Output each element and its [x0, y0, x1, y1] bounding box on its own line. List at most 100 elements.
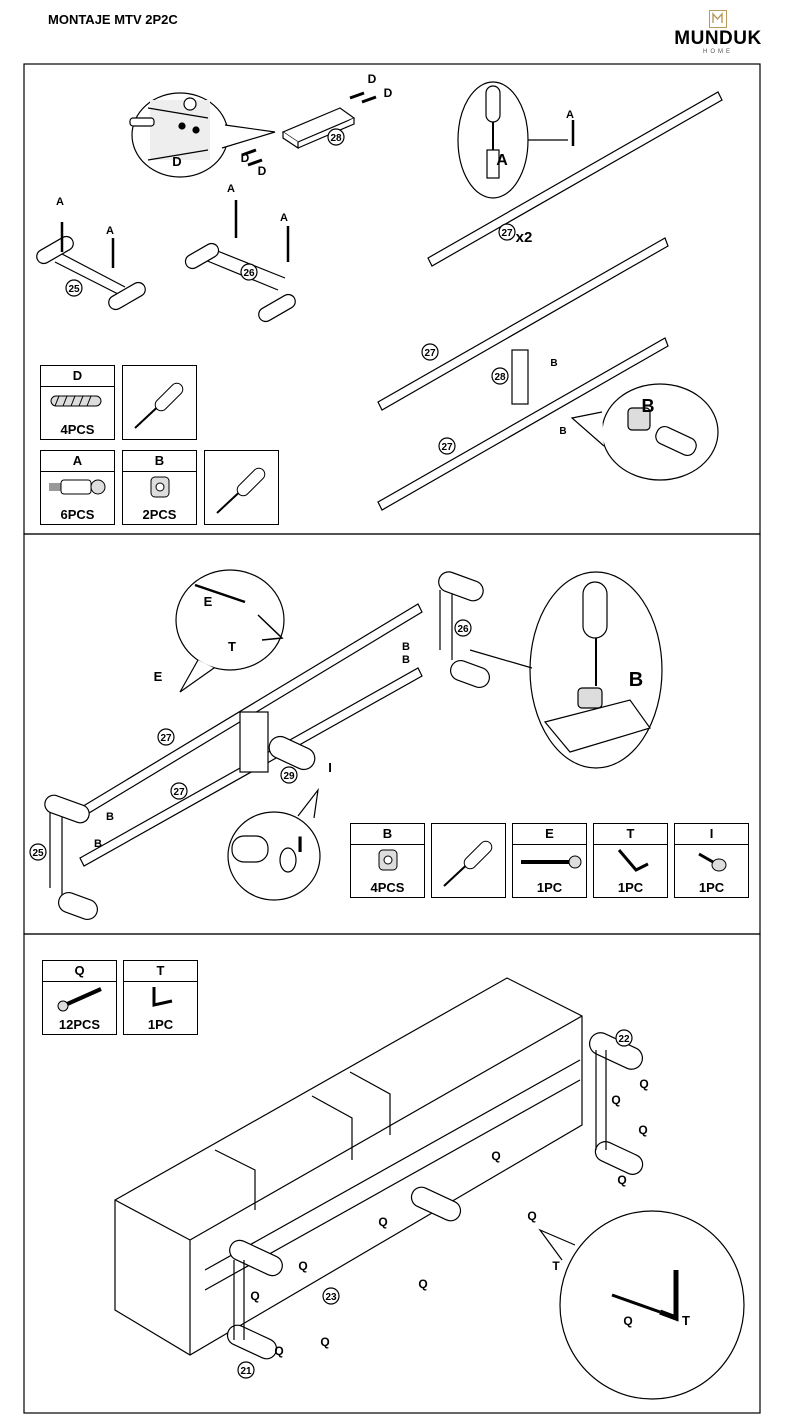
part-box-b: B 4PCS [350, 823, 425, 898]
part-qty: 1PC [698, 880, 725, 895]
part-number-label: 27 [173, 787, 185, 798]
hardware-letter-label: A [106, 225, 114, 237]
hardware-letter-label: D [258, 164, 267, 178]
hardware-letter-label: Q [611, 1093, 620, 1107]
hardware-letter-label: B [642, 396, 655, 416]
step3-frame [23, 933, 761, 1414]
part-letter: A [41, 451, 114, 472]
brand-mark-icon [709, 10, 727, 28]
hardware-letter-label: A [227, 183, 235, 195]
wood-screw-icon [521, 855, 582, 869]
part-letter: E [513, 824, 586, 845]
hardware-letter-label: D [384, 86, 393, 100]
part-number-label: 27 [424, 348, 436, 359]
hardware-letter-label: B [550, 358, 557, 369]
part-box-q: Q 12PCS [42, 960, 117, 1035]
part-number-circle [615, 1029, 633, 1047]
part-number-circle [29, 843, 47, 861]
hardware-letter-label: T [682, 1313, 690, 1328]
part-number-circle [327, 128, 345, 146]
part-number-label: 29 [283, 771, 295, 782]
allen-key-icon [617, 849, 649, 872]
part-box-i: I 1PC [674, 823, 749, 898]
part-number-circle [170, 782, 188, 800]
hardware-letter-label: Q [639, 1077, 648, 1091]
hardware-letter-label: D [172, 154, 181, 169]
part-number-circle [421, 343, 439, 361]
part-number-circle [65, 279, 83, 297]
hardware-letter-label: A [496, 152, 508, 169]
hardware-letter-label: Q [527, 1209, 536, 1223]
screwdriver-icon [216, 467, 266, 514]
hardware-letter-label: Q [623, 1314, 632, 1328]
cam-lock-icon [378, 849, 398, 871]
part-number-label: 27 [441, 442, 453, 453]
hardware-letter-label: x2 [516, 229, 533, 246]
brand-logo: MUNDUK HOME [668, 10, 768, 55]
part-letter: T [124, 961, 197, 982]
part-box-t: T 1PC [123, 960, 198, 1035]
part-letter: D [41, 366, 114, 387]
screwdriver-box [122, 365, 197, 440]
hardware-letter-label: Q [320, 1335, 329, 1349]
hardware-letter-label: D [241, 151, 250, 165]
dowel-icon [50, 395, 102, 407]
hardware-letter-label: A [566, 109, 574, 121]
part-qty: 1PC [617, 880, 644, 895]
part-box-a: A 6PCS [40, 450, 115, 525]
part-qty: 6PCS [60, 507, 95, 522]
hardware-letter-label: T [552, 1259, 560, 1273]
part-number-circle [438, 437, 456, 455]
part-number-label: 27 [501, 228, 513, 239]
part-number-circle [491, 367, 509, 385]
part-qty: 1PC [147, 1017, 174, 1032]
part-letter: I [675, 824, 748, 845]
step1-drawing [36, 81, 723, 511]
part-letter: Q [43, 961, 116, 982]
cam-bolt-icon [49, 479, 106, 495]
hardware-letter-label: B [402, 641, 410, 653]
hardware-letter-label: Q [250, 1289, 259, 1303]
part-box-d: D 4PCS [40, 365, 115, 440]
hardware-letter-label: B [559, 426, 566, 437]
hardware-letter-label: Q [638, 1123, 647, 1137]
hardware-letter-label: B [402, 654, 410, 666]
step2-drawing [44, 569, 663, 921]
part-qty: 12PCS [58, 1017, 101, 1032]
hardware-letter-label: B [106, 811, 114, 823]
hardware-letter-label: Q [617, 1173, 626, 1187]
screwdriver-icon [134, 382, 184, 429]
hardware-letter-label: B [94, 838, 102, 850]
part-number-circle [240, 263, 258, 281]
part-letter: B [123, 451, 196, 472]
part-qty: 4PCS [370, 880, 405, 895]
bolt-icon [57, 987, 102, 1012]
part-number-circle [498, 223, 516, 241]
hardware-letter-label: E [204, 594, 213, 609]
part-box-b: B 2PCS [122, 450, 197, 525]
part-number-label: 22 [618, 1034, 630, 1045]
part-box-t: T 1PC [593, 823, 668, 898]
hardware-letter-label: T [228, 639, 236, 654]
part-qty: 2PCS [142, 507, 177, 522]
allen-key-icon [152, 987, 173, 1007]
part-number-label: 26 [457, 624, 469, 635]
step3-drawing [114, 977, 745, 1400]
part-number-label: 28 [330, 133, 342, 144]
part-number-label: 25 [32, 848, 44, 859]
screwdriver-icon [443, 840, 493, 887]
part-qty: 1PC [536, 880, 563, 895]
hardware-letter-label: Q [418, 1277, 427, 1291]
hardware-letter-label: A [56, 196, 64, 208]
hardware-letter-label: I [328, 760, 332, 775]
hardware-letter-label: D [368, 72, 377, 86]
hardware-letter-label: B [629, 669, 643, 691]
part-box-e: E 1PC [512, 823, 587, 898]
part-number-label: 21 [240, 1366, 252, 1377]
leveler-foot-icon [698, 852, 727, 872]
hardware-letter-label: Q [298, 1259, 307, 1273]
hardware-letter-label: Q [491, 1149, 500, 1163]
hardware-letter-label: Q [378, 1215, 387, 1229]
part-number-label: 28 [494, 372, 506, 383]
